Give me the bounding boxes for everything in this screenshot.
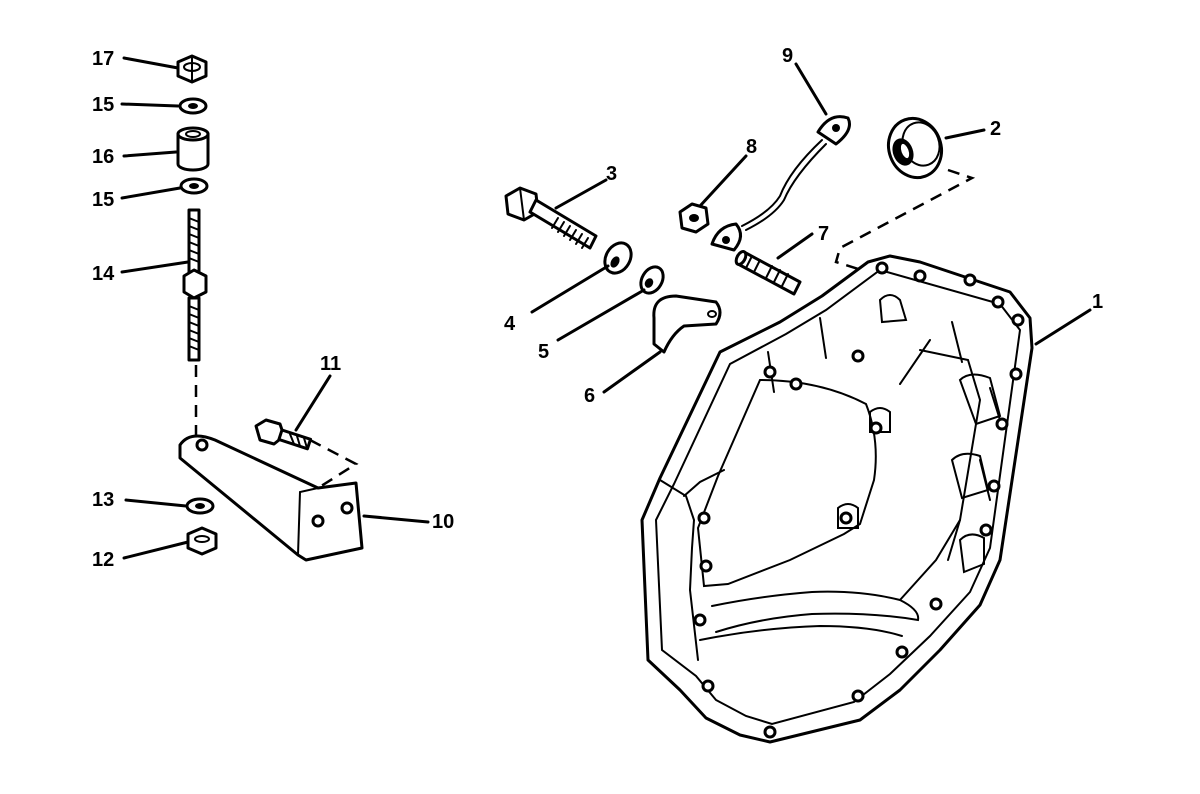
part-2-seal (887, 116, 943, 180)
part-5-washer (639, 265, 665, 295)
bolt-11-alignment-line (309, 438, 359, 490)
part-4-washer (603, 241, 633, 275)
seal-alignment-line (834, 168, 976, 274)
callout-13: 13 (92, 489, 114, 511)
part-13-washer (185, 497, 215, 515)
callout-8: 8 (746, 136, 757, 158)
callout-2: 2 (990, 118, 1001, 140)
callout-1: 1 (1092, 291, 1103, 313)
part-14-stud (182, 208, 208, 362)
callout-9: 9 (782, 45, 793, 67)
part-10-bracket (178, 434, 364, 562)
part-7-stud (734, 250, 802, 296)
housing-bolt-holes (693, 261, 1025, 739)
callout-11: 11 (320, 353, 341, 375)
part-8-nut (678, 202, 710, 234)
part-15-washer-bottom (179, 177, 209, 195)
callout-12: 12 (92, 549, 114, 571)
leader-lines (120, 56, 1092, 560)
part-16-spacer (176, 126, 210, 172)
part-6-clamp (652, 294, 722, 354)
part-11-bolt (254, 418, 313, 451)
callout-15-bottom: 15 (92, 189, 114, 211)
callout-10: 10 (432, 511, 454, 533)
part-9-ground-strap (710, 115, 851, 252)
part-3-bolt (504, 186, 598, 250)
part-12-nut (186, 526, 218, 556)
callout-4: 4 (504, 313, 516, 335)
callout-5: 5 (538, 341, 549, 363)
callout-7: 7 (818, 223, 829, 245)
part-15-washer-top (178, 97, 208, 115)
callout-15-top: 15 (92, 94, 114, 116)
part-17-nut (176, 54, 208, 84)
callout-3: 3 (606, 163, 617, 185)
callout-labels: 17 15 16 15 14 11 13 12 10 3 4 5 6 8 9 7… (92, 45, 1103, 571)
callout-16: 16 (92, 146, 114, 168)
part-1-flywheel-housing (640, 254, 1034, 744)
callout-14: 14 (92, 263, 115, 285)
callout-6: 6 (584, 385, 595, 407)
callout-17: 17 (92, 48, 114, 70)
